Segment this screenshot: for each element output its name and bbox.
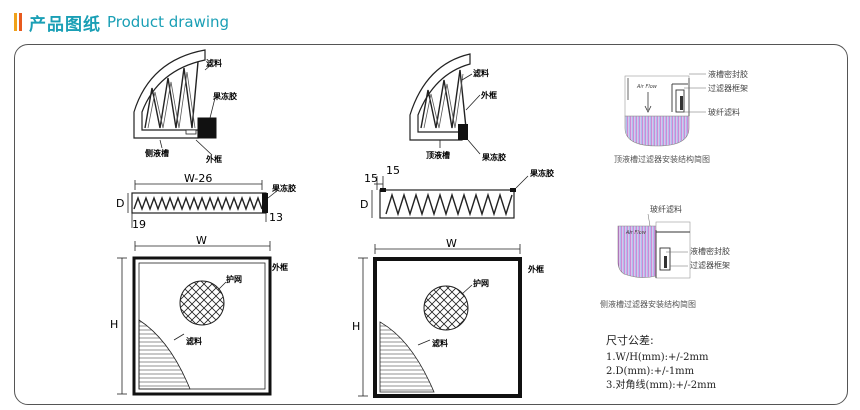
- top-groove-plan: [358, 244, 522, 398]
- accent-bar-orange: [14, 13, 17, 31]
- d2-jelly-side-label: 果冻胶: [529, 168, 554, 178]
- d1-outer-frame-label: 外框: [206, 154, 222, 164]
- tolerance-line-1: 1.W/H(mm):+/-2mm: [606, 352, 709, 363]
- d1-filter-label: 滤料: [206, 58, 222, 68]
- tolerance-title: 尺寸公差:: [606, 333, 654, 347]
- section-title-en: Product drawing: [107, 13, 230, 31]
- tolerance-line-3: 3.对角线(mm):+/-2mm: [606, 378, 717, 391]
- install-side-airflow: Air Flow: [625, 230, 647, 236]
- p1-dim-h: H: [110, 318, 118, 331]
- p2-dim-h: H: [352, 320, 360, 333]
- p2-outer-frame-label: 外框: [528, 264, 544, 274]
- d1-jelly-side-label: 果冻胶: [271, 183, 296, 193]
- install-top-groove: [624, 73, 706, 147]
- d2-dim-depth: D: [360, 198, 368, 211]
- d2-filter-label: 滤料: [473, 68, 489, 78]
- d2-jelly-label: 果冻胶: [481, 152, 506, 162]
- d2-dim-15b: 15: [386, 164, 400, 177]
- side-groove-elevation: [127, 180, 279, 228]
- side-groove-detail: [133, 49, 217, 156]
- tolerance-line-2: 2.D(mm):+/-1mm: [606, 366, 695, 377]
- install-top-caption: 顶液槽过滤器安装结构简图: [614, 154, 710, 164]
- p2-mesh-label: 护网: [473, 278, 489, 288]
- p2-filter-label: 滤料: [432, 338, 448, 348]
- d1-dim-depth: D: [116, 197, 124, 210]
- d2-outer-frame-label: 外框: [481, 90, 497, 100]
- install-side-glass-label: 玻纤滤料: [650, 204, 682, 214]
- p2-dim-w: W: [446, 237, 457, 250]
- install-side-seal-label: 液槽密封胶: [690, 246, 730, 256]
- accent-bar-red: [19, 13, 22, 31]
- section-title-cn: 产品图纸: [29, 14, 101, 35]
- p1-dim-w: W: [196, 234, 207, 247]
- install-top-airflow: Air Flow: [636, 84, 658, 90]
- install-top-seal-label: 液槽密封胶: [708, 69, 748, 79]
- d1-jelly-label: 果冻胶: [212, 91, 237, 101]
- p1-mesh-label: 护网: [226, 274, 242, 284]
- install-top-glass-label: 玻纤滤料: [708, 107, 740, 117]
- p1-filter-label: 滤料: [186, 336, 202, 346]
- d2-dim-15a: 15: [364, 172, 378, 185]
- top-groove-elevation: [371, 175, 529, 219]
- section-header: 产品图纸 Product drawing: [14, 10, 230, 35]
- d1-dim-13: 13: [269, 211, 283, 224]
- d1-dim-19: 19: [132, 218, 146, 231]
- p1-outer-frame-label: 外框: [272, 262, 288, 272]
- side-groove-plan: [117, 241, 272, 396]
- install-top-frame-label: 过滤器框架: [708, 83, 748, 93]
- install-side-frame-label: 过滤器框架: [690, 260, 730, 270]
- d1-side-groove-label: 侧液槽: [145, 148, 169, 158]
- d1-dim-width: W-26: [184, 172, 212, 185]
- top-groove-detail: [409, 53, 481, 155]
- install-side-caption: 侧液槽过滤器安装结构简图: [600, 299, 696, 309]
- install-side-groove: [617, 213, 691, 279]
- d2-top-groove-label: 顶液槽: [426, 150, 450, 160]
